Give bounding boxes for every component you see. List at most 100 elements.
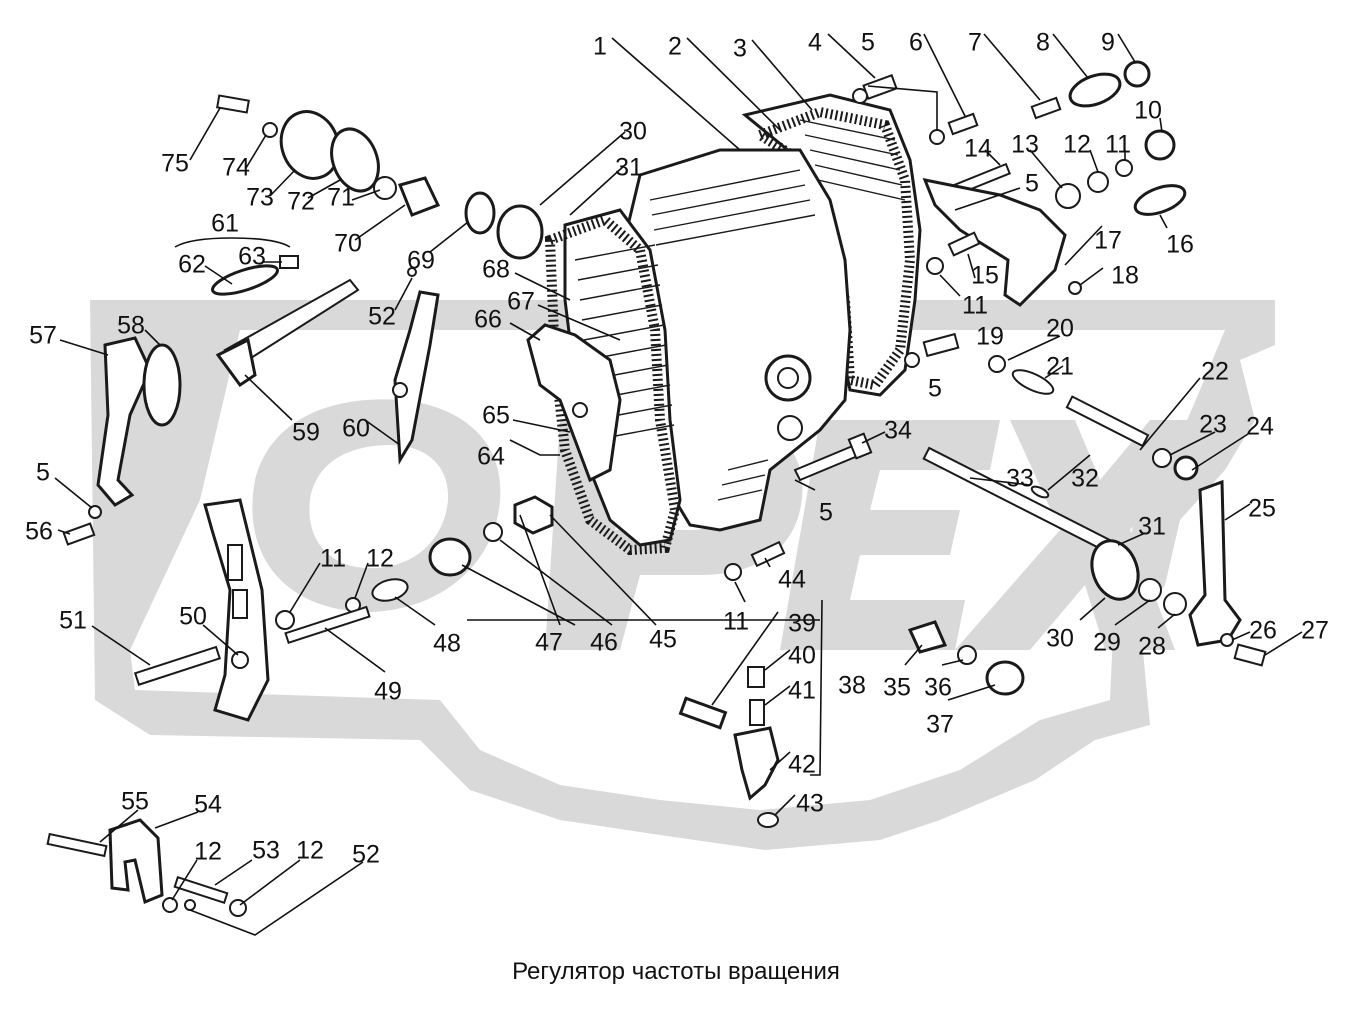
center-lower-parts	[275, 495, 786, 828]
spring-48	[371, 578, 409, 602]
pin-53	[173, 875, 229, 905]
callout-label: 54	[194, 791, 222, 819]
spring-47	[428, 537, 472, 577]
callout-label: 34	[884, 417, 912, 445]
callout-label: 10	[1134, 97, 1162, 125]
lever-25	[1188, 479, 1242, 647]
housing-boss-bore	[777, 367, 799, 389]
callout-label: 42	[788, 751, 816, 779]
housing-body-fins	[649, 169, 816, 501]
callout-label: 29	[1093, 629, 1121, 657]
callout-label: 18	[1111, 262, 1139, 290]
callout-label: 33	[1006, 465, 1034, 493]
bracket-17	[922, 177, 1067, 307]
callout-label: 13	[1011, 131, 1039, 159]
callout-label: 22	[1201, 358, 1229, 386]
callout-label: 38	[838, 672, 866, 700]
callout-label: 41	[788, 677, 816, 705]
washer-5-right	[904, 352, 920, 368]
bolt-44	[750, 540, 786, 568]
callout-label: 5	[928, 375, 942, 403]
callout-label: 11	[1105, 131, 1131, 159]
callout-label: 74	[222, 154, 250, 182]
bushing-69	[464, 191, 496, 235]
callout-label: 17	[1094, 227, 1122, 255]
callout-label: 55	[121, 788, 149, 816]
callout-label: 58	[117, 312, 145, 340]
callout-label: 5	[1025, 170, 1039, 198]
screw-75	[216, 94, 250, 114]
callout-label: 11	[320, 545, 346, 573]
washer-12-bottom	[162, 897, 178, 913]
callout-label: 9	[1101, 29, 1115, 57]
callout-label: 37	[926, 711, 954, 739]
nut-45	[513, 495, 554, 535]
lever-60-hole	[392, 382, 408, 398]
callout-label: 65	[482, 402, 510, 430]
front-gasket	[544, 214, 681, 556]
callout-label: 12	[296, 837, 324, 865]
nut-11-left	[275, 610, 295, 630]
callout-label: 63	[238, 243, 266, 271]
nut-9	[1123, 60, 1151, 88]
callout-label: 7	[968, 29, 982, 57]
callout-label: 2	[668, 33, 682, 61]
governor-housing-assembly	[526, 93, 922, 556]
leader-lines	[54, 33, 1303, 936]
callout-label: 23	[1199, 411, 1227, 439]
callout-label: 21	[1046, 353, 1074, 381]
callout-label: 48	[433, 630, 461, 658]
callout-label: 16	[1166, 231, 1194, 259]
fork-54	[108, 818, 164, 905]
cap-37	[985, 660, 1025, 696]
washer-5-mid	[929, 129, 945, 145]
lever-50-hole	[231, 651, 249, 669]
lever-39	[678, 696, 728, 730]
callout-label: 71	[327, 184, 355, 212]
callout-label: 5	[861, 29, 875, 57]
callout-label: 1	[593, 33, 607, 61]
callout-label: 15	[971, 262, 999, 290]
callout-label: 66	[474, 306, 502, 334]
bolt-27	[1233, 643, 1267, 667]
callout-label: 12	[194, 838, 222, 866]
callout-label: 11	[723, 608, 749, 636]
spring-41	[749, 699, 765, 726]
cap-40	[747, 666, 765, 688]
spring-58	[142, 343, 182, 427]
washer-74	[262, 122, 278, 138]
callout-label: 70	[334, 230, 362, 258]
washer-5-top	[852, 88, 868, 104]
lever-59-body	[215, 337, 257, 388]
bolt-19	[922, 332, 960, 358]
cotter-52-bottom	[184, 899, 196, 911]
washer-12-top	[1087, 171, 1109, 193]
callout-label: 56	[25, 518, 53, 546]
ring-13	[1055, 183, 1081, 209]
key-32	[1030, 485, 1050, 499]
washer-46	[483, 522, 503, 542]
bottom-left-parts	[46, 818, 247, 917]
callout-label: 30	[619, 118, 647, 146]
lever-50-slot-1	[227, 544, 243, 581]
callout-label: 64	[477, 443, 505, 471]
nut-11-top	[1115, 159, 1133, 177]
nut-11-mid	[926, 257, 944, 275]
callout-label: 53	[252, 837, 280, 865]
callout-label: 52	[368, 303, 396, 331]
lever-42	[733, 726, 780, 801]
callout-label: 69	[407, 247, 435, 275]
callout-label: 36	[924, 674, 952, 702]
callout-label: 47	[535, 629, 563, 657]
plug-10	[1144, 129, 1176, 161]
bearing-68	[496, 204, 544, 260]
callout-label: 26	[1249, 617, 1277, 645]
callout-label: 12	[1063, 131, 1091, 159]
callout-label: 3	[733, 35, 747, 63]
callout-label: 24	[1246, 413, 1274, 441]
screw-56	[62, 522, 96, 546]
washer-20	[988, 355, 1006, 373]
lever-50-slot-2	[232, 589, 248, 619]
plug-43	[757, 812, 779, 828]
